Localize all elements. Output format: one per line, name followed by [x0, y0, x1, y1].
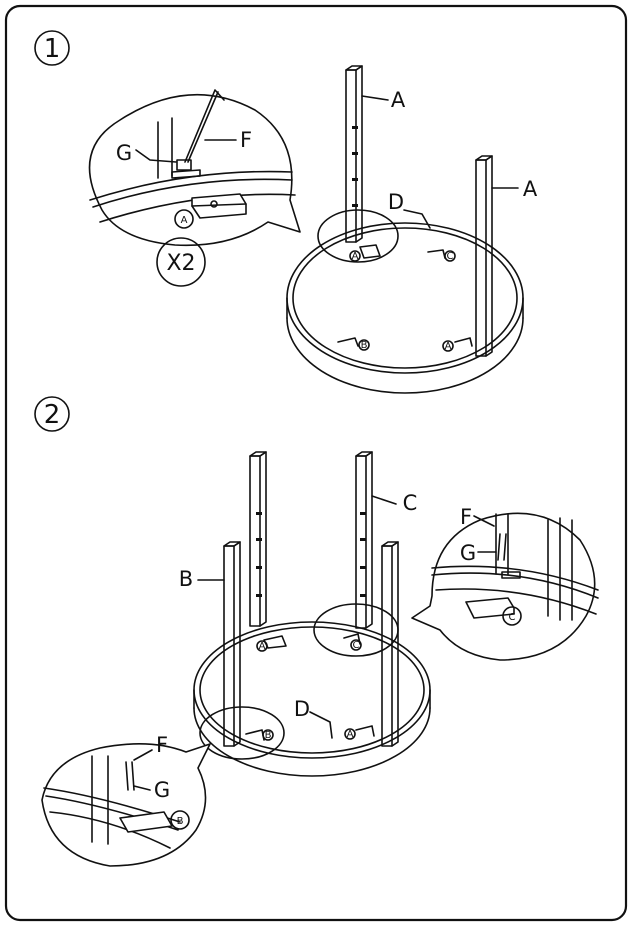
step-1-number: 1 [44, 34, 61, 64]
step-1-zoom-bubble [88, 89, 301, 247]
slot-mark-c-step1: C [447, 251, 454, 262]
label-d-step1: D [388, 190, 404, 214]
label-g-right: G [460, 541, 476, 565]
label-d-step2: D [294, 697, 310, 721]
step-2-zoom-target-right [313, 603, 399, 657]
step-1-badge [34, 30, 70, 66]
step-2-frame: A C A B [193, 621, 431, 777]
step-2-leg-front-right [381, 541, 399, 747]
label-d-leader-step2 [309, 711, 333, 739]
slot-mark-zoom-b [170, 810, 190, 830]
slot-mark-zoom-c [502, 606, 522, 626]
step-1-leg-a-right [475, 155, 493, 357]
step-2-zoom-target-left [199, 706, 285, 760]
slot-mark-zoom-c-text: C [509, 612, 516, 623]
step-1-leg-a-left [345, 65, 363, 243]
label-d-leader-step1 [403, 209, 431, 229]
step-2-zoom-bubble-right [411, 512, 599, 661]
label-a-left: A [391, 88, 406, 112]
slot-mark-a-right-step2: A [347, 729, 354, 740]
slot-mark-zoom-b-text: B [177, 816, 184, 827]
label-f-left-leader [133, 749, 153, 761]
slot-mark-b-step1: B [361, 340, 368, 351]
step-2-leg-c [355, 451, 373, 629]
slot-mark-a-left-step2: A [259, 641, 266, 652]
label-c: C [403, 491, 418, 515]
multiplier-badge [156, 237, 206, 287]
slot-mark-a-step1: A [352, 251, 359, 262]
step-2-zoom-bubble-left [41, 743, 211, 867]
label-f-step1: F [240, 128, 252, 152]
label-c-leader [371, 495, 397, 505]
label-f-right: F [460, 505, 472, 529]
slot-mark-zoom-a-text: A [181, 215, 188, 226]
label-a-leader-1 [361, 95, 389, 101]
slot-mark-c-step2: C [353, 640, 360, 651]
step-1-zoom-target [317, 209, 399, 263]
label-a-right: A [523, 177, 538, 201]
label-g-step1: G [116, 141, 132, 165]
slot-mark-b-step2: B [265, 730, 272, 741]
leader-g [135, 149, 177, 163]
slot-mark-zoom-a [174, 209, 194, 229]
multiplier-text: X2 [166, 251, 195, 276]
label-g-left: G [154, 778, 170, 802]
step-1-frame: B C A A [286, 222, 524, 394]
label-f-left: F [156, 733, 168, 757]
label-b: B [179, 567, 193, 591]
step-2-badge [34, 396, 70, 432]
step-1: 1 G F A [34, 30, 538, 394]
step-2: 2 A C A B [34, 396, 599, 867]
page-border [4, 4, 628, 922]
label-g-left-leader [133, 785, 151, 791]
step-2-leg-back-left [249, 451, 267, 627]
step-2-number: 2 [44, 400, 61, 430]
step-2-leg-b [223, 541, 241, 747]
slot-mark-a-far-step1: A [445, 341, 452, 352]
label-f-right-leader [473, 515, 495, 527]
